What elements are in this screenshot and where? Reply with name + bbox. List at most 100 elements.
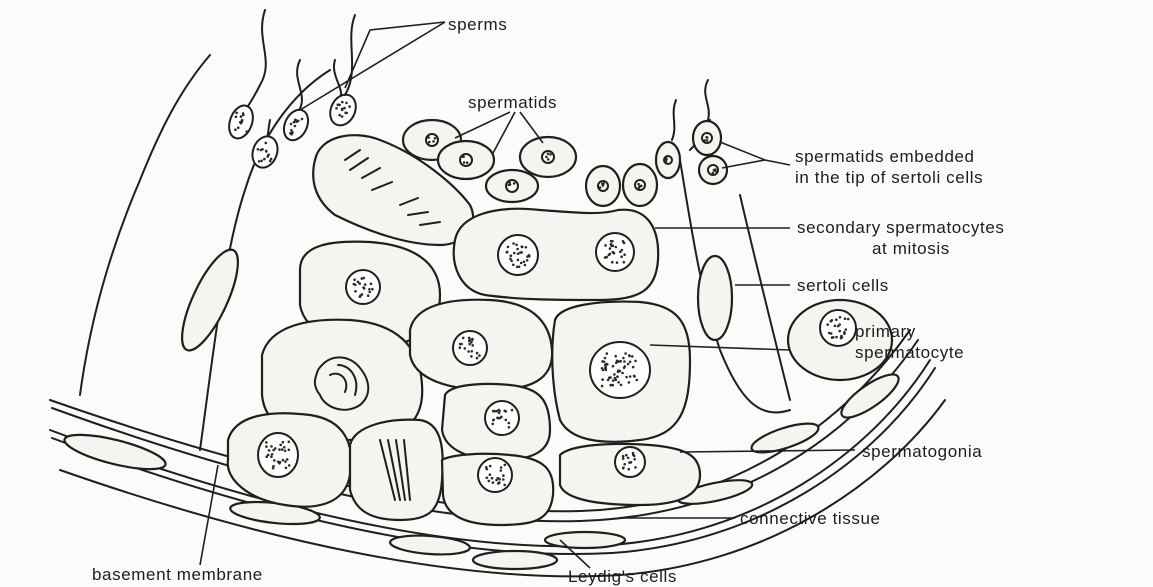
nucleus [258,433,298,477]
chromatin-dot [270,455,273,458]
chromatin-dot [616,261,619,264]
chromatin-dot [294,119,297,122]
chromatin-dot [619,360,622,363]
label-spermatids: spermatids [468,93,557,112]
chromatin-dot [843,331,846,334]
chromatin-dot [621,372,624,375]
sperm-tail [242,10,266,115]
label-spermatids-embedded-2: in the tip of sertoli cells [795,168,983,187]
chromatin-dot [839,316,842,319]
chromatin-dot [265,455,268,458]
nucleus [596,233,634,271]
chromatin-dot [288,441,291,444]
chromatin-dot [830,320,833,323]
chromatin-dot [270,445,273,448]
chromatin-dot [604,244,607,247]
chromatin-dot [622,457,625,460]
chromatin-dot [367,294,370,297]
chromatin-dot [353,283,356,286]
sertoli-cell-right-edge [740,195,790,400]
chromatin-dot [507,246,510,249]
chromatin-dot [603,361,606,364]
chromatin-dot [368,291,371,294]
chromatin-dot [240,115,243,118]
chromatin-dot [706,139,709,142]
chromatin-dot [335,107,338,110]
chromatin-dot [609,384,612,387]
chromatin-dot [516,248,519,251]
chromatin-dot [602,369,605,372]
nucleus [498,235,538,275]
chromatin-dot [265,150,268,153]
chromatin-dot [294,125,297,128]
chromatin-dot [637,183,640,186]
chromatin-dot [627,457,630,460]
chromatin-dot [492,410,495,413]
chromatin-dot [234,128,237,131]
chromatin-dot [627,468,630,471]
chromatin-dot [841,336,844,339]
sperm-tail [334,60,341,97]
chromatin-dot [547,153,550,156]
chromatin-dot [288,449,291,452]
leader-spermatogonia [680,450,855,452]
chromatin-dot [508,422,511,425]
chromatin-dot [847,318,850,321]
leader-sperms-2 [300,22,445,110]
chromatin-dot [470,341,473,344]
chromatin-dot [498,412,501,415]
chromatin-dot [525,246,528,249]
chromatin-dot [634,360,637,363]
chromatin-dot [288,464,291,467]
chromatin-dot [235,116,238,119]
chromatin-dot [434,137,437,140]
chromatin-dot [633,375,636,378]
chromatin-dot [613,373,616,376]
chromatin-dot [284,450,287,453]
leader-spermatids-3 [520,112,543,143]
chromatin-dot [272,449,275,452]
chromatin-dot [341,101,344,104]
chromatin-dot [246,130,249,133]
chromatin-dot [265,142,268,145]
chromatin-dot [615,379,618,382]
chromatin-dot [835,336,838,339]
chromatin-dot [623,253,626,256]
chromatin-dot [260,160,263,163]
chromatin-dot [286,458,289,461]
spermatid-tail [705,80,709,120]
chromatin-dot [492,481,495,484]
chromatin-dot [615,246,618,249]
chromatin-dot [488,480,491,483]
chromatin-dot [513,182,516,185]
chromatin-dot [521,246,524,249]
chromatin-dot [471,344,474,347]
leader-spermatids-1 [455,112,510,138]
chromatin-dot [512,264,515,267]
chromatin-dot [625,454,628,457]
chromatin-dot [464,347,467,350]
chromatin-dot [524,264,527,267]
chromatin-dot [628,355,631,358]
chromatin-dot [517,259,520,262]
chromatin-dot [513,252,516,255]
chromatin-dot [826,323,829,326]
leydig-cell [62,428,169,476]
chromatin-dot [624,352,627,355]
label-sperms: sperms [448,15,507,34]
label-spermatogonia: spermatogonia [862,442,982,461]
chromatin-dot [627,363,630,366]
chromatin-dot [492,419,495,422]
chromatin-dot [612,365,615,368]
chromatin-dot [489,465,492,468]
chromatin-dot [601,385,604,388]
chromatin-dot [604,357,607,360]
chromatin-dot [631,355,634,358]
chromatin-dot [284,460,287,463]
chromatin-dot [830,332,833,335]
chromatin-dot [611,261,614,264]
chromatin-dot [502,478,505,481]
chromatin-dot [602,184,605,187]
chromatin-dot [371,288,374,291]
sertoli-nucleus-right [698,256,732,340]
